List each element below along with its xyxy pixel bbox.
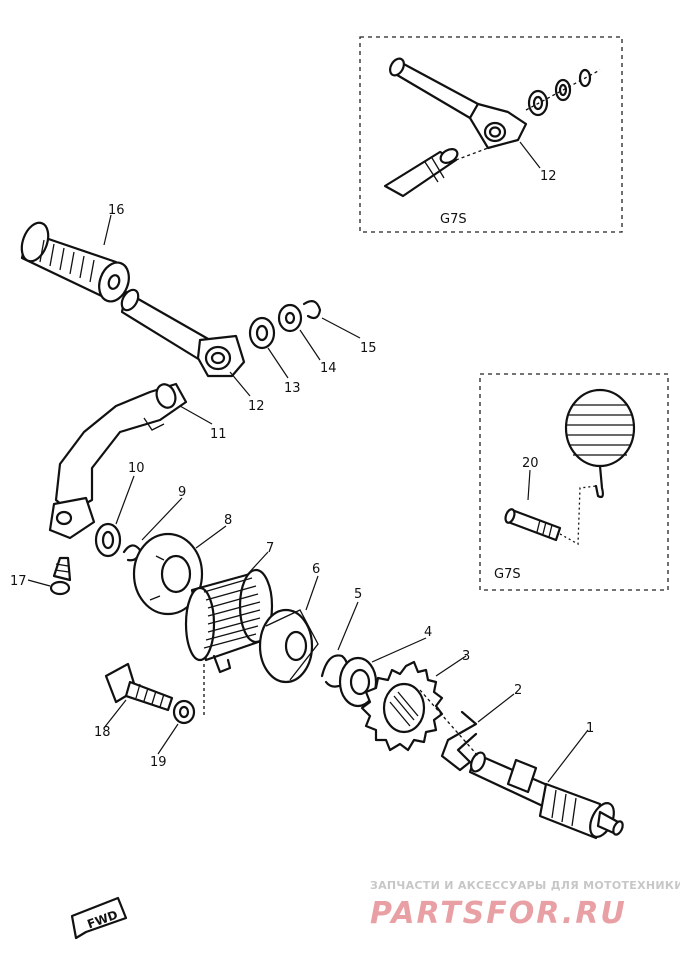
inset-g7s-right: 20 G7S <box>479 373 669 591</box>
bolt-17 <box>49 556 72 596</box>
spring-cover-6 <box>258 608 319 684</box>
callout-13: 13 <box>284 381 301 396</box>
collar-10 <box>94 522 122 558</box>
spring-guide-8 <box>132 532 204 616</box>
callout-18: 18 <box>94 725 111 740</box>
callout-6: 6 <box>312 562 320 577</box>
kick-arm <box>120 288 246 378</box>
callout-2: 2 <box>514 683 522 698</box>
callout-10: 10 <box>128 461 145 476</box>
spring-clip-2 <box>440 710 478 772</box>
inset-border-right <box>479 373 669 591</box>
bolt-18 <box>104 662 174 712</box>
callout-11: 11 <box>210 427 227 442</box>
circlip-15 <box>302 300 322 320</box>
inset-g7s-top: 12 G7S <box>359 36 623 233</box>
callout-12-inset: 12 <box>540 169 557 184</box>
watermark-tagline: ЗАПЧАСТИ И АКСЕССУАРЫ ДЛЯ МОТОТЕХНИКИ <box>370 879 680 892</box>
callout-19: 19 <box>150 755 167 770</box>
inset-label-right: G7S <box>494 567 521 582</box>
watermark: ЗАПЧАСТИ И АКСЕССУАРЫ ДЛЯ МОТОТЕХНИКИ PA… <box>370 879 680 931</box>
callout-9: 9 <box>178 485 186 500</box>
kick-pedal-rubber <box>20 221 130 303</box>
callout-3: 3 <box>462 649 470 664</box>
kick-crank-11 <box>48 382 188 540</box>
kick-gear-3 <box>360 660 444 752</box>
nut-19 <box>172 699 196 725</box>
callout-5: 5 <box>354 587 362 602</box>
inset-coil-spring <box>564 388 636 499</box>
callout-4: 4 <box>424 625 432 640</box>
oil-seal-13 <box>248 316 276 350</box>
inset-shaft <box>383 147 489 198</box>
inset-pin-20 <box>504 508 562 542</box>
kick-spring-7 <box>184 568 274 674</box>
inset-label-top: G7S <box>440 212 467 227</box>
kick-axle-1 <box>468 751 624 840</box>
fwd-direction-arrow: FWD <box>70 896 128 940</box>
callout-17: 17 <box>10 574 27 589</box>
callout-16: 16 <box>108 203 125 218</box>
callout-20: 20 <box>522 456 539 471</box>
inset-kick-arm <box>389 57 528 150</box>
callout-7: 7 <box>266 541 274 556</box>
callout-12: 12 <box>248 399 265 414</box>
watermark-logo: PARTSFOR.RU <box>370 896 627 931</box>
callout-15: 15 <box>360 341 377 356</box>
washer-14 <box>277 303 303 333</box>
callout-14: 14 <box>320 361 337 376</box>
callout-8: 8 <box>224 513 232 528</box>
callout-1: 1 <box>586 721 594 736</box>
inset-border-top <box>359 36 623 233</box>
